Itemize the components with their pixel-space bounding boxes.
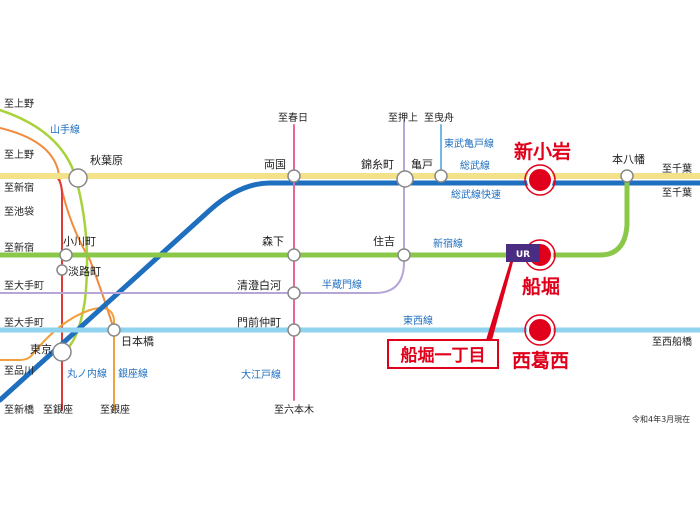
dir-roppongi: 至六本木 [274, 403, 314, 416]
line-label-sobu: 総武線 [460, 159, 490, 172]
station-marker-monzen[interactable] [287, 323, 301, 337]
dir-shinjuku-2: 至新宿 [4, 241, 34, 254]
station-marker-kameido[interactable] [434, 169, 448, 183]
dir-hikifune: 至曳舟 [424, 111, 454, 124]
station-label-kinshicho: 錦糸町 [361, 157, 394, 171]
line-label-hanzomon: 半蔵門線 [322, 278, 362, 291]
station-label-shinkoiwa: 新小岩 [514, 140, 571, 163]
station-marker-morishita[interactable] [287, 248, 301, 262]
station-label-akihabara: 秋葉原 [90, 153, 123, 167]
sobu-rapid-line [0, 180, 700, 403]
chuo-line [0, 127, 115, 331]
station-marker-nihonbashi[interactable] [107, 323, 121, 337]
line-label-shinjuku: 新宿線 [433, 237, 463, 250]
dir-ginza-2: 至銀座 [100, 403, 130, 416]
station-marker-ryogoku[interactable] [287, 169, 301, 183]
dir-shinbashi: 至新橋 [4, 403, 34, 416]
station-label-motoyawata: 本八幡 [612, 152, 645, 166]
dir-chiba-2: 至千葉 [662, 186, 692, 199]
station-marker-shinkoiwa[interactable] [527, 167, 553, 193]
station-marker-tokyo[interactable] [52, 342, 72, 362]
dir-ueno-2: 至上野 [4, 149, 34, 161]
station-label-ryogoku: 両国 [264, 158, 286, 171]
line-label-ginza: 銀座線 [118, 367, 148, 380]
callout-funabori-itchome: 船堀一丁目 [401, 345, 486, 366]
station-label-kameido: 亀戸 [411, 157, 433, 171]
station-label-kiyosumi: 清澄白河 [237, 278, 281, 292]
station-marker-akihabara[interactable] [68, 168, 88, 188]
station-label-ogawamachi: 小川町 [63, 235, 96, 248]
dir-otemachi-1: 至大手町 [4, 279, 44, 292]
shinjuku-line [0, 173, 630, 258]
dir-ikebukuro: 至池袋 [4, 205, 34, 218]
station-marker-motoyawata[interactable] [620, 169, 634, 183]
line-label-oedo: 大江戸線 [241, 368, 281, 381]
line-label-yamanote: 山手線 [50, 123, 80, 136]
footnote-date: 令和4年3月現在 [632, 414, 690, 424]
hanzomon-line [0, 119, 405, 294]
line-label-marunouchi: 丸ノ内線 [67, 367, 107, 380]
station-ring-shinkoiwa [524, 164, 556, 196]
dir-shinjuku-1: 至新宿 [4, 181, 34, 194]
callout-box [387, 339, 499, 369]
station-ring-nishikasai [524, 314, 556, 346]
station-marker-ogawamachi[interactable] [59, 248, 73, 262]
ur-logo: UR [506, 244, 540, 262]
dir-chiba-1: 至千葉 [662, 162, 692, 175]
dir-kasuga: 至春日 [278, 112, 308, 124]
station-label-sumiyoshi: 住吉 [373, 234, 395, 248]
station-label-nihonbashi: 日本橋 [121, 334, 154, 348]
ginza-line [0, 307, 115, 411]
callout-pointer [486, 262, 513, 340]
station-label-monzen: 門前仲町 [237, 315, 281, 329]
station-label-nishikasai: 西葛西 [512, 350, 569, 372]
dir-shinagawa: 至品川 [4, 365, 34, 377]
dir-oshiage: 至押上 [388, 111, 418, 124]
line-label-tobu-kameido: 東武亀戸線 [444, 137, 494, 150]
line-label-sobu-rapid: 総武線快速 [451, 188, 501, 201]
station-marker-kinshicho[interactable] [396, 170, 414, 188]
station-marker-awajicho[interactable] [56, 264, 68, 276]
station-marker-kiyosumi[interactable] [287, 286, 301, 300]
svg-text:UR: UR [516, 250, 530, 260]
yamanote-line [0, 108, 89, 354]
dir-otemachi-2: 至大手町 [4, 316, 44, 329]
station-label-morishita: 森下 [262, 234, 284, 248]
line-label-tozai: 東西線 [403, 314, 433, 327]
station-label-awajicho: 淡路町 [68, 265, 101, 278]
dir-ueno-top: 至上野 [4, 98, 34, 110]
station-label-funabori: 船堀 [522, 275, 560, 298]
dir-ginza-1: 至銀座 [43, 403, 73, 416]
station-marker-sumiyoshi[interactable] [397, 248, 411, 262]
station-marker-nishikasai[interactable] [527, 317, 553, 343]
station-label-tokyo: 東京 [30, 342, 52, 356]
dir-nishifunabashi: 至西船橋 [652, 335, 692, 348]
